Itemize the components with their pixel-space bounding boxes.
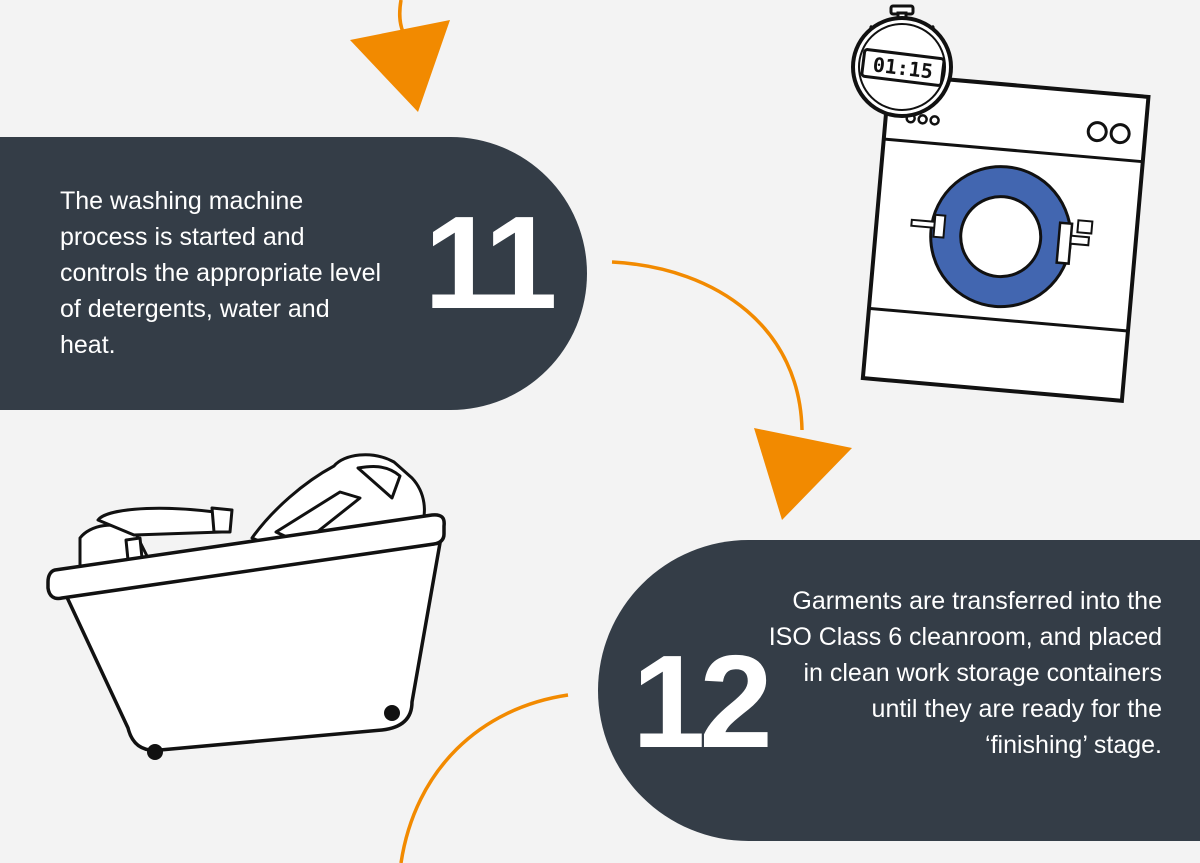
- step-12-number: 12: [632, 628, 773, 775]
- laundry-tub-icon: [46, 453, 446, 760]
- flow-arrow-middle: [611, 260, 852, 520]
- laundry-tub-illustration: [46, 453, 446, 760]
- tub-wheel-right: [384, 705, 400, 721]
- step-12-panel: 12 Garments are transferred into the ISO…: [598, 540, 1200, 841]
- step-11-number: 11: [424, 189, 558, 336]
- step-11-description: The washing machine process is started a…: [60, 187, 382, 359]
- washing-machine-icon: [860, 72, 1151, 403]
- step-12-description: Garments are transferred into the ISO Cl…: [768, 587, 1162, 759]
- flow-arrow-bottom: [399, 693, 569, 863]
- flow-arrow-top: [350, 0, 450, 112]
- tub-wheel-left: [147, 744, 163, 760]
- stopwatch-icon: 01:15: [851, 4, 953, 118]
- step-11-panel: The washing machine process is started a…: [0, 137, 587, 410]
- washing-machine-illustration: 01:15: [851, 4, 1151, 403]
